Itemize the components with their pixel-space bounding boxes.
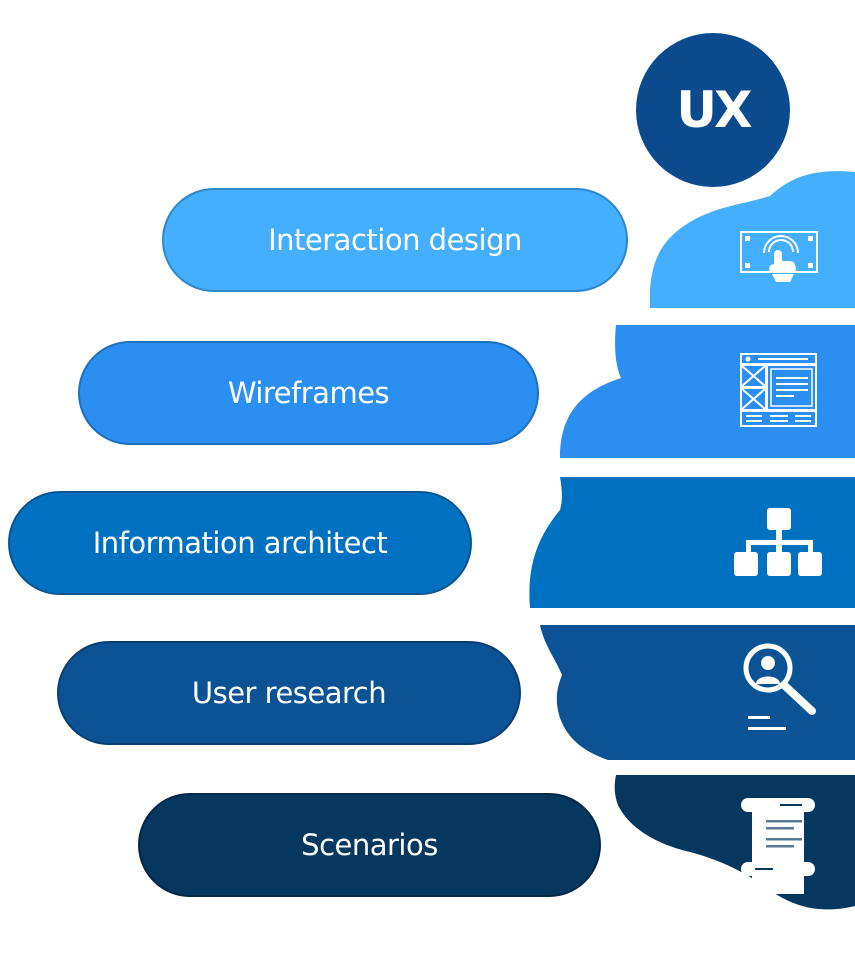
ux-badge-label: UX	[676, 81, 752, 139]
pill-information-architect: Information architect	[8, 491, 472, 595]
pill-label: Information architect	[92, 526, 388, 560]
scroll-document-icon	[741, 798, 815, 894]
pill-label: User research	[191, 676, 387, 710]
sitemap-hierarchy-icon	[734, 508, 822, 576]
touch-screen-icon	[740, 231, 818, 282]
pill-wireframes: Wireframes	[78, 341, 539, 445]
pill-label: Scenarios	[301, 828, 438, 862]
layer-5-band	[614, 775, 855, 910]
pill-label: Wireframes	[227, 376, 390, 410]
wireframe-layout-icon	[740, 353, 817, 427]
pill-label: Interaction design	[268, 223, 522, 257]
pill-user-research: User research	[57, 641, 521, 745]
ux-badge: UX	[636, 33, 790, 187]
pill-interaction-design: Interaction design	[162, 188, 628, 292]
user-magnifier-icon	[743, 643, 816, 730]
pill-scenarios: Scenarios	[138, 793, 601, 897]
layer-4-band	[540, 625, 855, 760]
layer-1-band	[650, 171, 855, 308]
